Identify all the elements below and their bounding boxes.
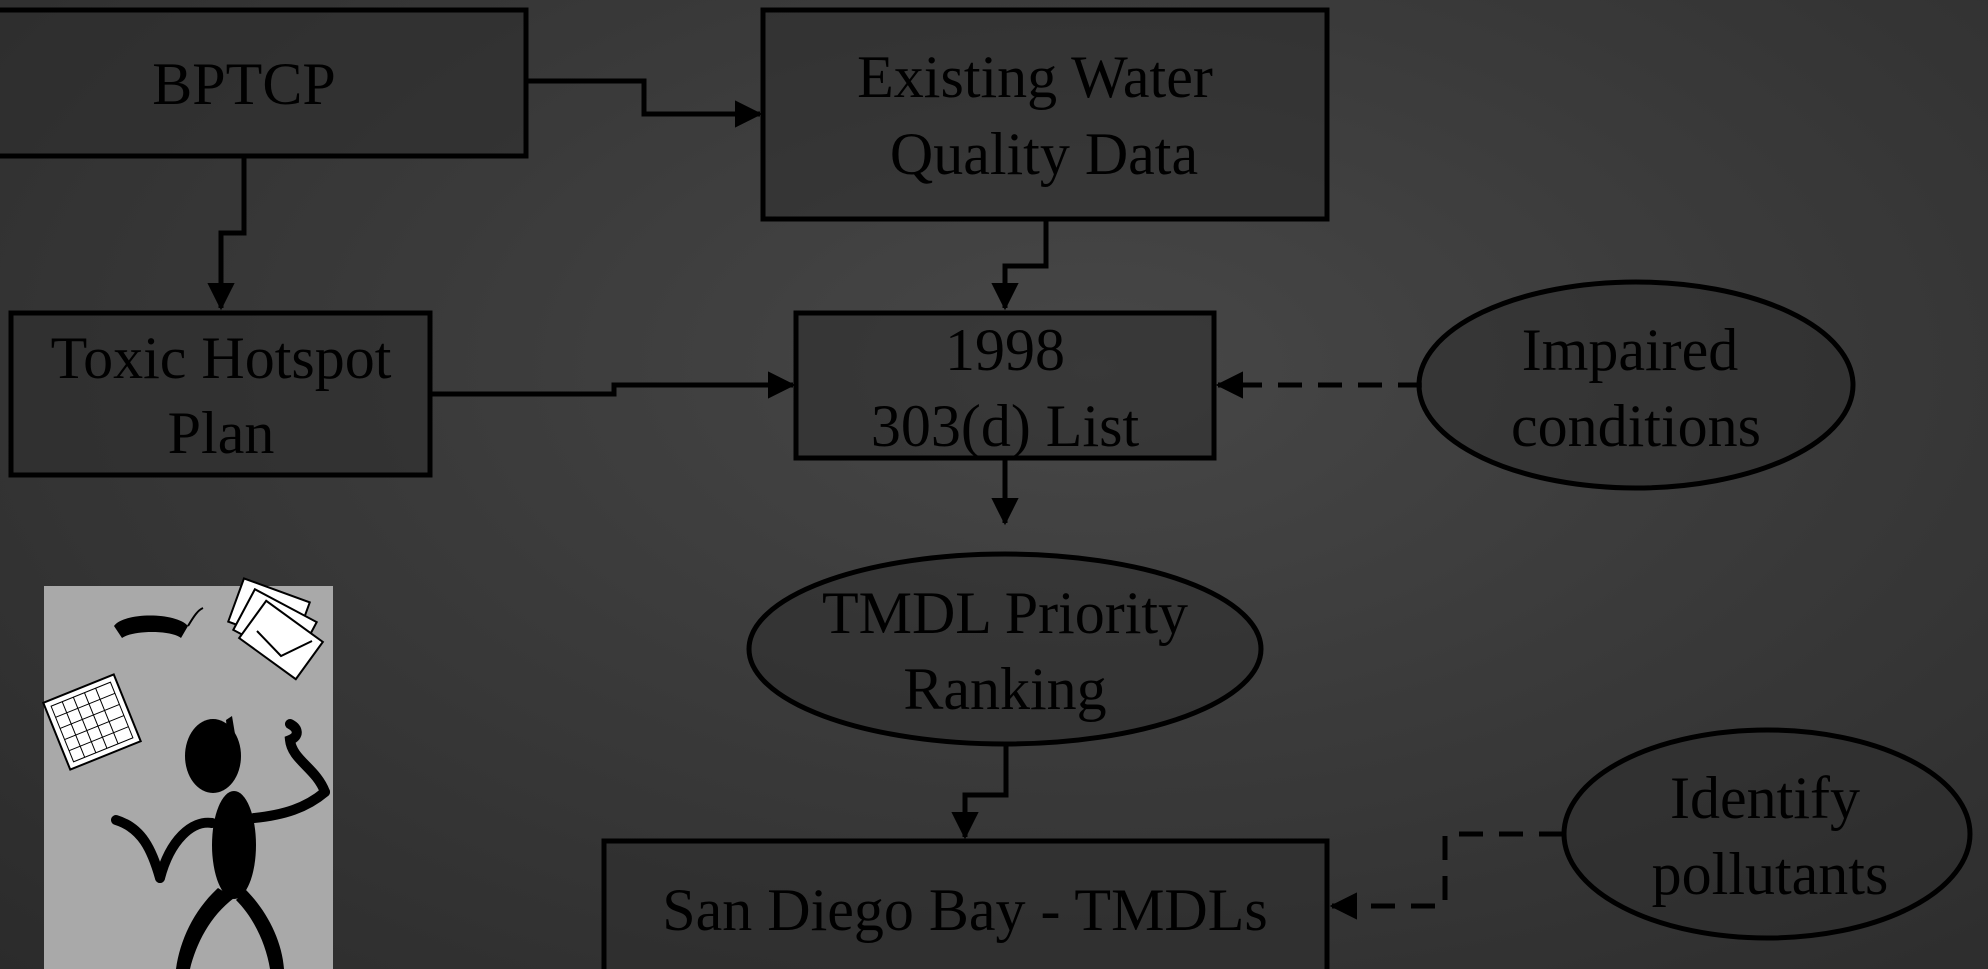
node-identify-line2: pollutants bbox=[1652, 841, 1889, 907]
node-tmdl-priority-line2: Ranking bbox=[903, 656, 1106, 722]
node-existing-data-line2: Quality Data bbox=[890, 121, 1198, 187]
edge-existing-data-to-303d bbox=[991, 220, 1049, 311]
node-bptcp: BPTCP bbox=[0, 7, 529, 159]
node-existing-water-quality-data: Existing Water Quality Data bbox=[760, 7, 1330, 222]
node-toxic-hotspot-line1: Toxic Hotspot bbox=[51, 325, 392, 391]
edge-tmdl-priority-to-sd-bay bbox=[951, 744, 1009, 840]
edge-bptcp-to-existing-data bbox=[526, 78, 763, 128]
edge-bptcp-to-toxic-hotspot bbox=[207, 157, 247, 311]
node-toxic-hotspot-line2: Plan bbox=[168, 400, 275, 466]
node-impaired-line2: conditions bbox=[1511, 393, 1761, 459]
node-bptcp-label: BPTCP bbox=[152, 51, 335, 117]
edge-toxic-hotspot-to-303d bbox=[431, 371, 796, 399]
node-san-diego-bay-tmdls: San Diego Bay - TMDLs bbox=[601, 838, 1330, 969]
juggling-person-icon bbox=[41, 577, 333, 969]
edge-identify-to-sd-bay bbox=[1329, 831, 1563, 920]
node-sd-bay-label: San Diego Bay - TMDLs bbox=[662, 877, 1268, 943]
node-303d-line2: 303(d) List bbox=[871, 393, 1140, 459]
node-tmdl-priority-line1: TMDL Priority bbox=[822, 580, 1188, 646]
node-toxic-hotspot-plan: Toxic Hotspot Plan bbox=[8, 310, 433, 478]
node-impaired-conditions: Impaired conditions bbox=[1416, 279, 1856, 491]
node-identify-pollutants: Identify pollutants bbox=[1561, 727, 1973, 941]
node-impaired-line1: Impaired bbox=[1522, 317, 1739, 383]
node-tmdl-priority-ranking: TMDL Priority Ranking bbox=[746, 551, 1264, 747]
node-303d-list: 1998 303(d) List bbox=[793, 310, 1217, 461]
node-existing-data-line1: Existing Water bbox=[857, 44, 1213, 110]
node-303d-line1: 1998 bbox=[945, 317, 1065, 383]
node-identify-line1: Identify bbox=[1670, 765, 1860, 831]
